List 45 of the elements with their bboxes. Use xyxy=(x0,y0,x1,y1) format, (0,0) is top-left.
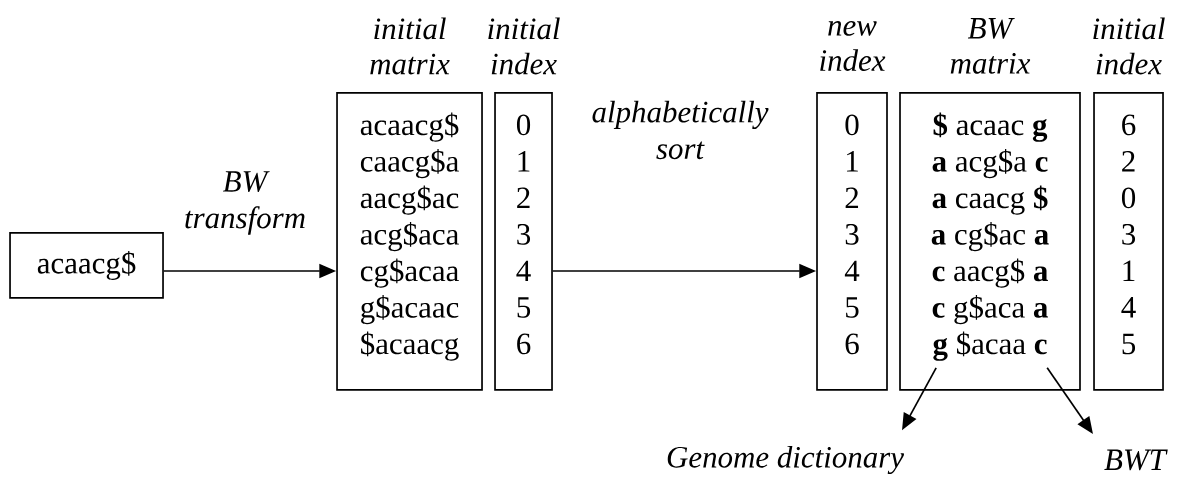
matrix-row: g$acaac xyxy=(361,295,459,325)
column-heading: BW matrix xyxy=(950,18,1031,74)
matrix-row: aacg$ac xyxy=(360,185,459,215)
matrix-row: a acg$a c xyxy=(932,149,1048,179)
matrix-row: 4 xyxy=(516,260,531,281)
matrix-row: 4 xyxy=(1121,297,1136,318)
matrix-row: c aacg$ a xyxy=(932,258,1048,288)
matrix-row: $acaacg xyxy=(361,331,459,361)
matrix-row: acaacg$ xyxy=(360,112,459,142)
matrix-row: 5 xyxy=(846,297,859,318)
matrix-row: 2 xyxy=(1122,151,1135,172)
matrix-row: a cg$ac a xyxy=(931,222,1049,252)
matrix-row: 1 xyxy=(518,151,530,172)
matrix-row: 2 xyxy=(517,187,530,208)
matrix-row: $ acaac g xyxy=(933,112,1048,142)
matrix-row: 6 xyxy=(845,333,859,355)
matrix-row: g $acaa c xyxy=(933,331,1047,361)
matrix-row: 6 xyxy=(517,333,531,355)
matrix-row: 2 xyxy=(845,187,859,208)
matrix-row: c g$aca a xyxy=(932,295,1048,325)
matrix-row: caacg$a xyxy=(360,149,459,179)
matrix-row: 0 xyxy=(516,114,531,136)
matrix-row: 1 xyxy=(1123,260,1135,281)
column-heading: initial index xyxy=(488,17,560,75)
column-heading: initial index xyxy=(1093,17,1165,75)
input-box: acaacg$ xyxy=(9,232,164,299)
edge-label: alphabetically sort xyxy=(592,100,769,160)
matrix-row: 4 xyxy=(844,260,860,281)
matrix-row: 1 xyxy=(847,151,858,172)
matrix-row: 3 xyxy=(845,224,859,245)
column-heading: initial matrix xyxy=(370,17,450,75)
edge-label: BW transform xyxy=(185,171,305,235)
matrix-row: a caacg $ xyxy=(932,185,1048,215)
matrix-row: 5 xyxy=(1122,333,1136,355)
matrix-row: 3 xyxy=(1122,224,1136,245)
column-heading: new index xyxy=(820,20,886,71)
matrix-row: 0 xyxy=(845,114,859,136)
caption-text: BWT xyxy=(1104,449,1168,471)
matrix-row: cg$acaa xyxy=(360,258,459,288)
matrix-row: 6 xyxy=(1122,114,1136,136)
caption-text: Genome dictionary xyxy=(667,445,904,475)
matrix-row: 5 xyxy=(517,297,531,318)
matrix-row: 3 xyxy=(517,224,531,245)
matrix-row: 0 xyxy=(1121,187,1136,209)
matrix-row: acg$aca xyxy=(360,222,459,252)
